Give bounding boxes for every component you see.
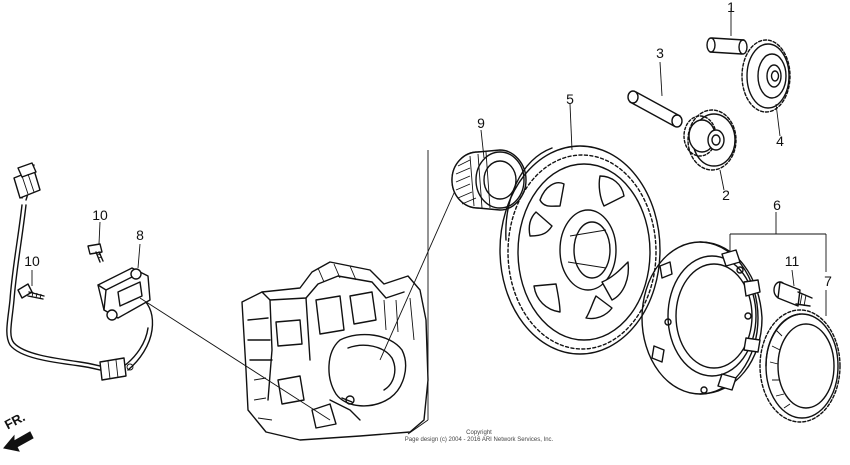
callout-1: 1 (727, 0, 735, 15)
wire-harness (6, 164, 154, 373)
callout-5: 5 (566, 91, 574, 107)
callout-10-lower: 10 (24, 253, 40, 269)
copyright-text: Page design (c) 2004 - 2016 ARI Network … (404, 437, 554, 443)
bolt-10-upper (87, 243, 104, 263)
callout-11: 11 (785, 253, 800, 269)
copyright-notice: Copyright Page design (c) 2004 - 2016 AR… (404, 430, 554, 444)
callout-3: 3 (656, 45, 664, 61)
reduction-gear-4 (741, 39, 791, 113)
idle-gear-2 (683, 109, 737, 171)
callout-labels: 1 2 3 4 5 6 7 8 9 10 10 11 (24, 0, 832, 289)
starter-clutch-outer (641, 241, 763, 395)
callout-6: 6 (773, 197, 781, 213)
callout-leaders (31, 8, 827, 316)
callout-4: 4 (776, 133, 784, 149)
needle-bearing (451, 149, 527, 211)
crankcase-leaders (139, 150, 463, 435)
copyright-title: Copyright (466, 430, 492, 436)
starter-driven-gear (499, 145, 661, 355)
callout-2: 2 (722, 187, 730, 203)
callout-9: 9 (477, 115, 485, 131)
connector-coupler (13, 162, 41, 199)
shaft-3 (627, 90, 683, 128)
callout-8: 8 (136, 227, 144, 243)
callout-7: 7 (824, 273, 832, 289)
callout-10-upper: 10 (92, 207, 108, 223)
crankcase (241, 261, 429, 441)
pulse-generator (97, 267, 151, 321)
one-way-clutch (759, 309, 841, 423)
bolt-11 (773, 281, 813, 307)
bolt-10-lower (17, 283, 45, 300)
shaft-1 (706, 37, 748, 55)
wire-clamp (99, 357, 134, 381)
front-direction-arrow-icon (3, 431, 34, 452)
